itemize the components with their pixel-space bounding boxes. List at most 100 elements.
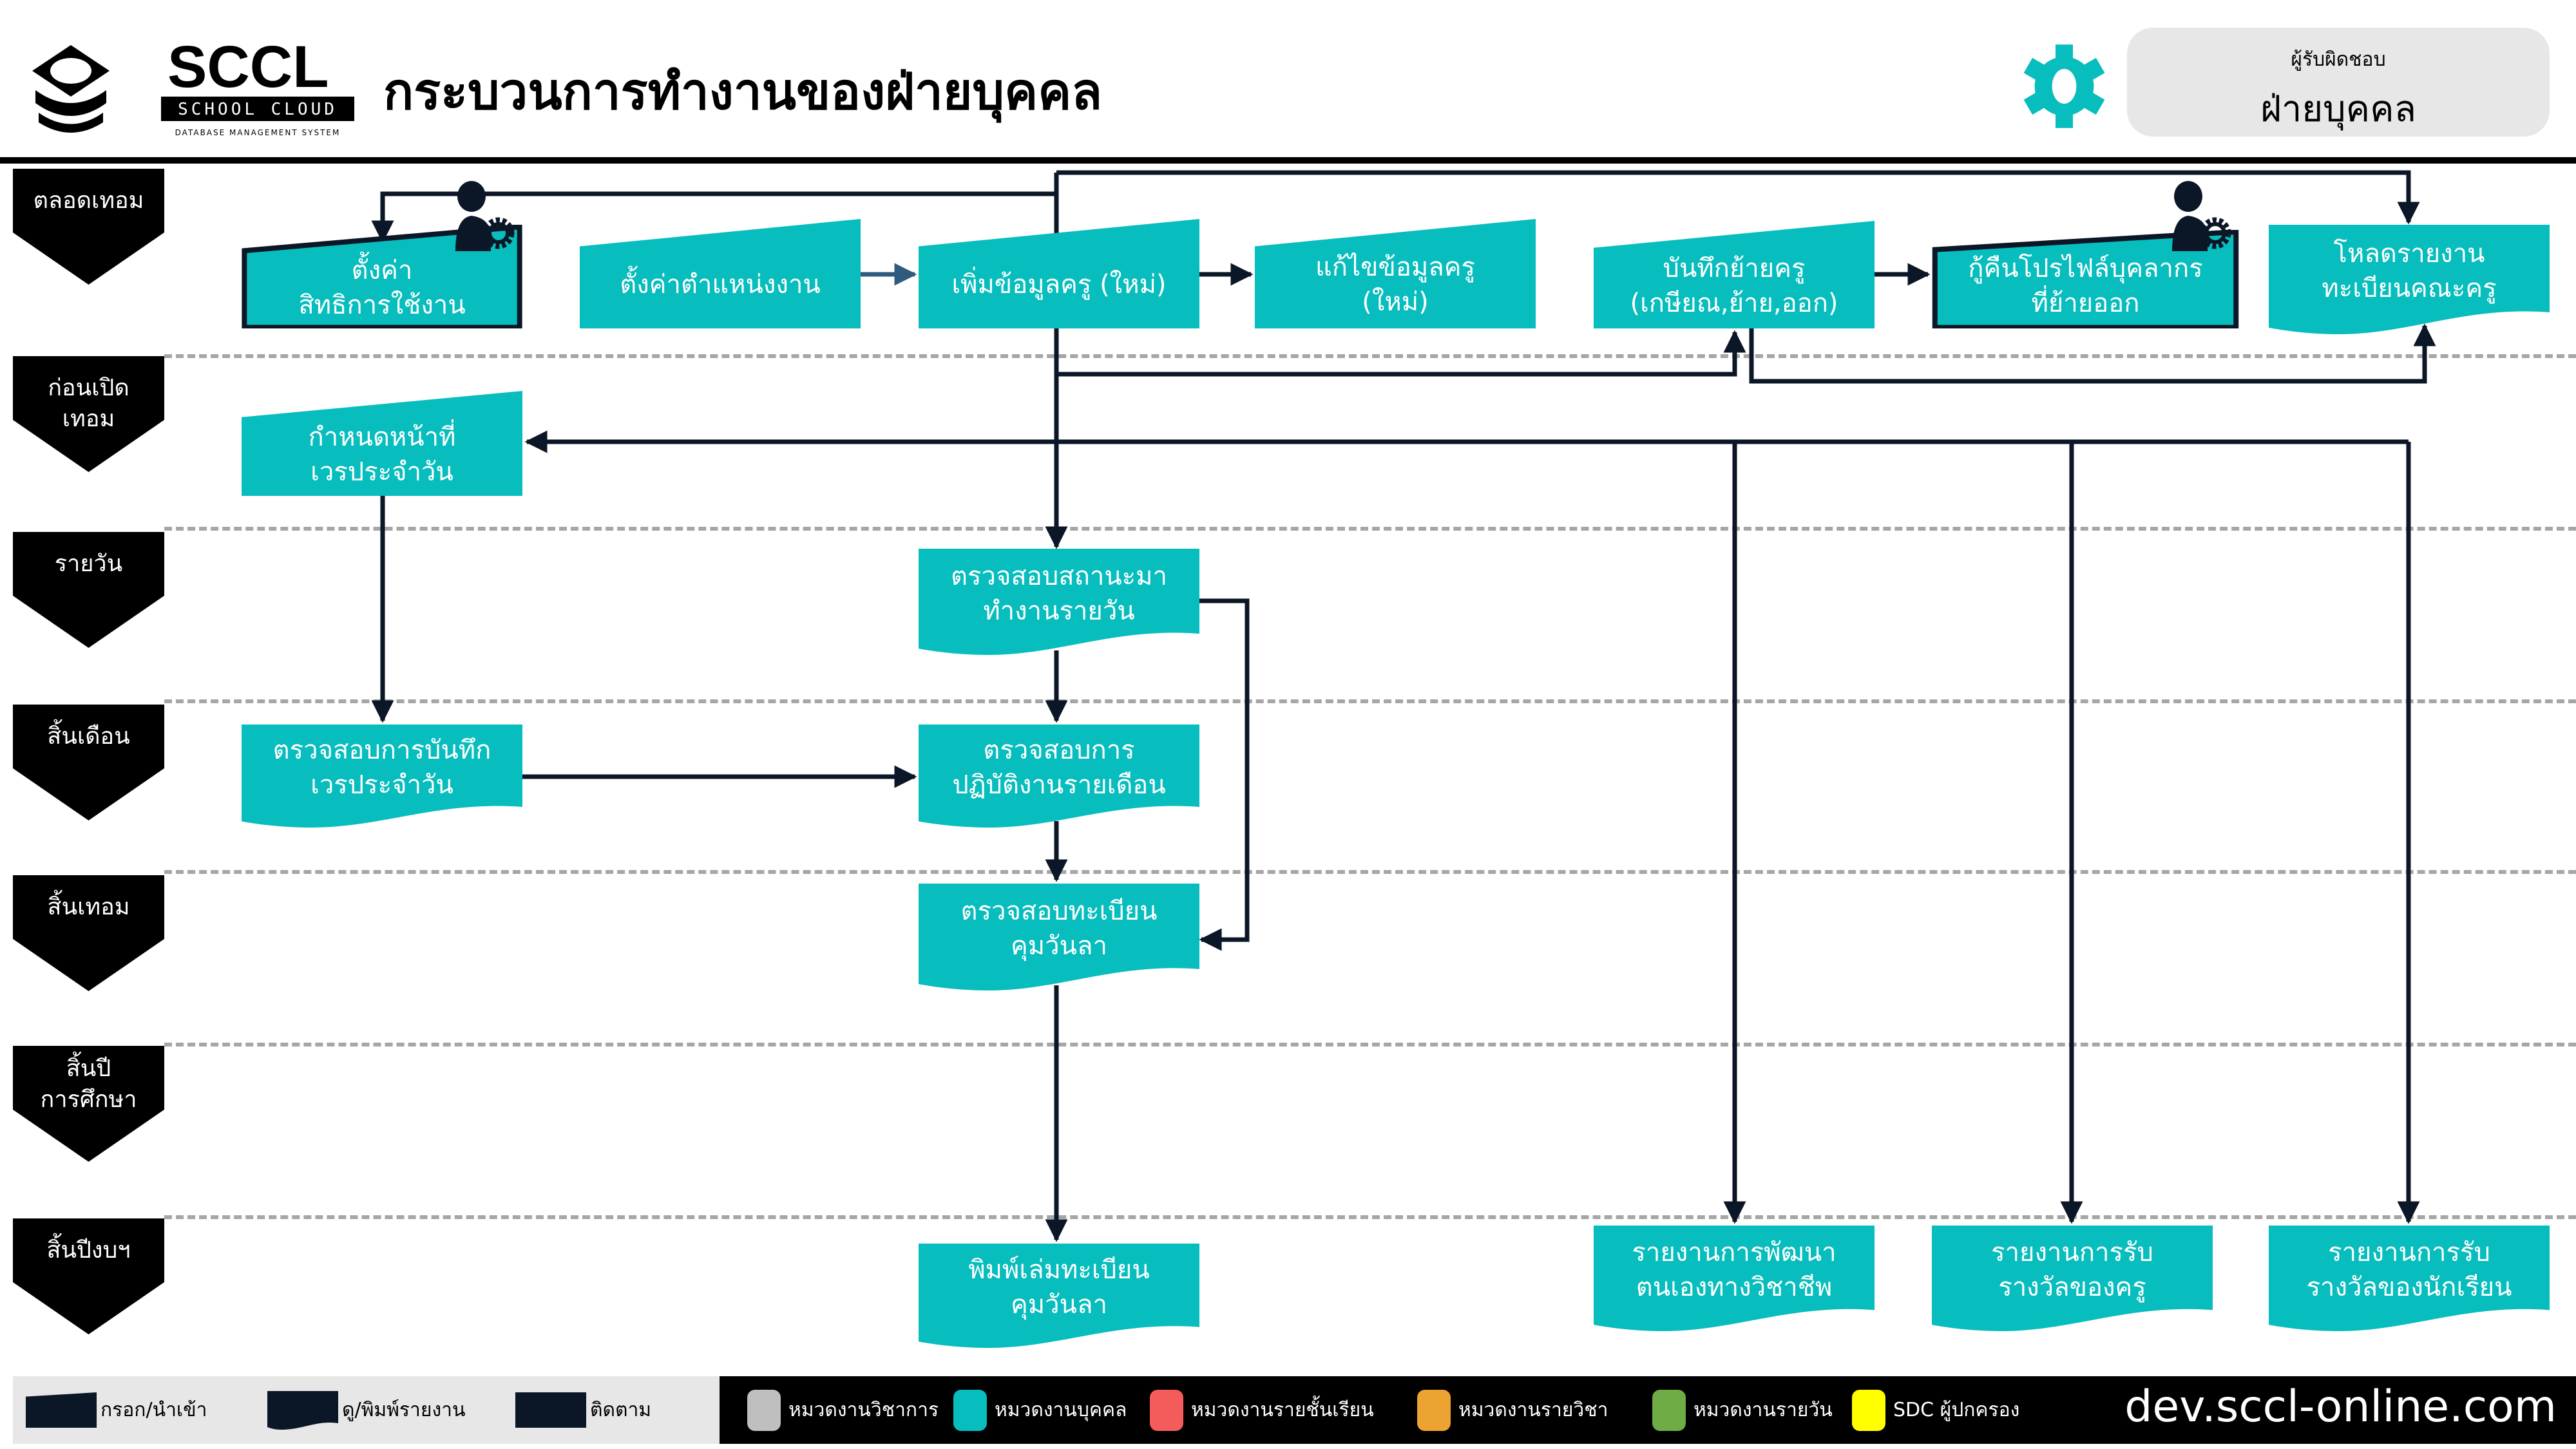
box-report-teacher-awards[interactable]: รายงานการรับรางวัลของครู (1932, 1226, 2213, 1331)
svg-text:SCCL: SCCL (167, 34, 329, 100)
legend-report: ดู/พิมพ์รายงาน (267, 1376, 465, 1444)
legend-category: SDC ผู้ปกครอง (1852, 1376, 2019, 1444)
box-text: รายงานการรับ (1991, 1238, 2153, 1267)
row-label-text: สิ้นปี (66, 1056, 111, 1082)
box-text: คุมวันลา (1011, 931, 1107, 961)
box-text: พิมพ์เล่มทะเบียน (968, 1255, 1150, 1285)
box-report-professional-development[interactable]: รายงานการพัฒนาตนเองทางวิชาชีพ (1594, 1226, 1875, 1331)
box-edit-teacher[interactable]: แก้ไขข้อมูลครู (ใหม่) (1255, 219, 1536, 328)
box-text: กู้คืนโปรไฟล์บุคลากร (1968, 253, 2203, 283)
box-print-leave-register[interactable]: พิมพ์เล่มทะเบียนคุมวันลา (919, 1244, 1199, 1348)
responsible-value: ฝ่ายบุคคล (2260, 88, 2416, 130)
box-add-teacher[interactable]: เพิ่มข้อมูลครู (ใหม่) (919, 219, 1199, 328)
header-divider (0, 157, 2576, 164)
legend-category: หมวดงานบุคคล (953, 1376, 1127, 1444)
legend-category: หมวดงานรายวิชา (1417, 1376, 1608, 1444)
row-label-text: รายวัน (54, 551, 123, 577)
connector (371, 191, 1056, 243)
legend-label: หมวดงานรายชั้นเรียน (1191, 1399, 1374, 1421)
legend-input: กรอก/นำเข้า (26, 1376, 207, 1444)
color-chip (953, 1389, 987, 1431)
connector (1749, 323, 2436, 384)
row-label-text: สิ้นปีงบฯ (46, 1237, 131, 1264)
legend-label: กรอก/นำเข้า (100, 1399, 207, 1421)
admin-user-gear-icon (455, 181, 515, 251)
box-text: บันทึกย้ายครู (1663, 253, 1806, 283)
box-text: แก้ไขข้อมูลครู (1315, 252, 1475, 282)
color-chip (747, 1389, 781, 1431)
box-text: รายงานการรับ (2328, 1238, 2490, 1267)
legend-label: ติดตาม (590, 1399, 652, 1421)
box-text: โหลดรายงาน (2333, 239, 2485, 269)
row-label-year-end: สิ้นปีการศึกษา (13, 1046, 164, 1162)
lane-divider (164, 1215, 2576, 1219)
process-shape-icon (515, 1392, 586, 1428)
box-text: ปฏิบัติงานรายเดือน (952, 770, 1166, 800)
box-text: ที่ย้ายออก (2031, 288, 2140, 318)
box-check-daily-attendance[interactable]: ตรวจสอบสถานะมาทำงานรายวัน (919, 549, 1199, 655)
legend-categories: หมวดงานวิชาการ หมวดงานบุคคล หมวดงานรายชั… (747, 1376, 2036, 1444)
row-label-text: เทอม (62, 406, 115, 432)
row-label-before-term: ก่อนเปิดเทอม (13, 356, 164, 472)
responsible-panel: ผู้รับผิดชอบ ฝ่ายบุคคล (2127, 28, 2550, 137)
box-text: ตรวจสอบการบันทึก (272, 735, 491, 765)
legend-category: หมวดงานวิชาการ (747, 1376, 939, 1444)
box-restore-profile[interactable]: กู้คืนโปรไฟล์บุคลากรที่ย้ายออก (1932, 230, 2239, 328)
svg-text:SCHOOL CLOUD: SCHOOL CLOUD (178, 100, 338, 119)
svg-text:DATABASE MANAGEMENT SYSTEM: DATABASE MANAGEMENT SYSTEM (175, 128, 341, 137)
legend-category: หมวดงานรายชั้นเรียน (1150, 1376, 1374, 1444)
box-text: รายงานการพัฒนา (1632, 1238, 1837, 1267)
row-label-text: สิ้นเทอม (47, 894, 130, 920)
box-text: (ใหม่) (1362, 287, 1429, 317)
box-text: เพิ่มข้อมูลครู (ใหม่) (951, 270, 1167, 299)
color-chip (1150, 1389, 1183, 1431)
legend-shapes: กรอก/นำเข้า ดู/พิมพ์รายงาน ติดตาม (13, 1376, 720, 1444)
box-text: ตั้งค่าตำแหน่งงาน (620, 270, 821, 299)
box-set-positions[interactable]: ตั้งค่าตำแหน่งงาน (580, 219, 861, 328)
box-text: ตนเองทางวิชาชีพ (1636, 1273, 1833, 1302)
legend-category: หมวดงานรายวัน (1652, 1376, 1833, 1444)
box-text: รางวัลของนักเรียน (2306, 1273, 2512, 1302)
box-text: เวรประจำวัน (310, 770, 453, 800)
row-label-text: การศึกษา (40, 1086, 137, 1113)
document-shape-icon (267, 1390, 338, 1430)
row-label-term-end: สิ้นเทอม (13, 875, 164, 991)
legend-label: SDC ผู้ปกครอง (1893, 1399, 2020, 1421)
row-label-whole-term: ตลอดเทอม (13, 169, 164, 285)
connector (1056, 170, 2420, 225)
row-label-fiscal-end: สิ้นปีงบฯ (13, 1218, 164, 1334)
gear-icon[interactable] (2021, 41, 2108, 131)
lane-divider (164, 527, 2576, 531)
lane-divider (164, 699, 2576, 703)
box-text: ตรวจสอบทะเบียน (960, 896, 1158, 926)
legend-label: ดู/พิมพ์รายงาน (342, 1399, 466, 1421)
box-text: (เกษียณ,ย้าย,ออก) (1630, 288, 1838, 318)
color-chip (1652, 1389, 1686, 1431)
admin-user-gear-icon (2172, 181, 2231, 251)
site-url[interactable]: dev.sccl-online.com (2124, 1381, 2557, 1432)
box-check-duty-record[interactable]: ตรวจสอบการบันทึกเวรประจำวัน (242, 724, 522, 828)
legend-monitor: ติดตาม (515, 1376, 651, 1444)
box-check-monthly-performance[interactable]: ตรวจสอบการปฏิบัติงานรายเดือน (919, 724, 1199, 828)
legend-label: หมวดงานบุคคล (995, 1399, 1127, 1421)
box-assign-duty[interactable]: กำหนดหน้าที่เวรประจำวัน (242, 391, 522, 496)
box-report-student-awards[interactable]: รายงานการรับรางวัลของนักเรียน (2269, 1226, 2550, 1331)
box-check-leave-register[interactable]: ตรวจสอบทะเบียนคุมวันลา (919, 884, 1199, 990)
lane-divider (164, 1043, 2576, 1046)
lane-divider (164, 354, 2576, 358)
box-text: เวรประจำวัน (310, 457, 453, 487)
legend-label: หมวดงานวิชาการ (788, 1399, 939, 1421)
box-download-teacher-register[interactable]: โหลดรายงานทะเบียนคณะครู (2269, 225, 2550, 334)
sccl-logo: SCCL SCHOOL CLOUD DATABASE MANAGEMENT SY… (32, 34, 354, 137)
box-record-transfer[interactable]: บันทึกย้ายครู (เกษียณ,ย้าย,ออก) (1594, 221, 1875, 328)
box-text: ทำงานรายวัน (983, 596, 1135, 626)
page-title: กระบวนการทำงานของฝ่ายบุคคล (383, 63, 1103, 121)
color-chip (1852, 1389, 1885, 1431)
row-label-text: สิ้นเดือน (47, 723, 130, 750)
box-text: รางวัลของครู (1998, 1273, 2146, 1302)
responsible-label: ผู้รับผิดชอบ (2291, 48, 2386, 71)
row-label-month-end: สิ้นเดือน (13, 705, 164, 820)
box-text: ตรวจสอบสถานะมา (951, 561, 1167, 591)
box-set-permissions[interactable]: ตั้งค่าสิทธิการใช้งาน (242, 225, 522, 328)
